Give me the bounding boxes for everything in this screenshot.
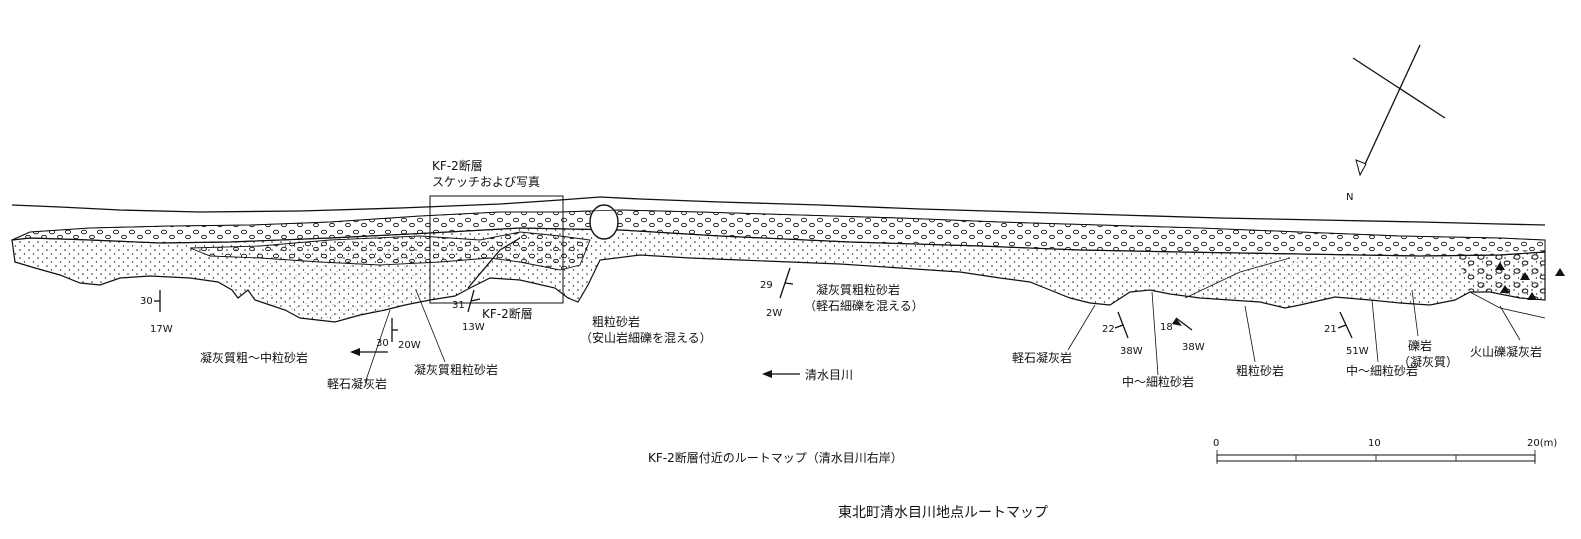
fault-kf2-line: [467, 237, 521, 289]
svg-text:2W: 2W: [766, 308, 782, 319]
svg-text:22: 22: [1102, 324, 1115, 335]
river-indicator: 清水目川: [762, 368, 853, 382]
label-pumice-tuff-1: 軽石凝灰岩: [327, 376, 387, 391]
sketch-frame: [429, 195, 564, 304]
label-tuffaceous-coarse-medium-ss: 凝灰質粗～中粒砂岩: [200, 350, 308, 365]
label-andesite-note: （安山岩細礫を混える）: [580, 330, 712, 345]
caption: KF-2断層付近のルートマップ（清水目川右岸）: [648, 450, 903, 465]
scale-tick-0: 0: [1213, 438, 1219, 449]
svg-text:29: 29: [760, 280, 773, 291]
dip-symbol-2: 30 20W: [350, 318, 421, 356]
svg-text:38W: 38W: [1120, 346, 1143, 357]
frame-label-line1: KF-2断層: [432, 158, 483, 173]
svg-text:30: 30: [140, 296, 153, 307]
volcanic-breccia-symbols: [1495, 262, 1565, 300]
scale-bar: 0 10 20(m): [1213, 438, 1557, 464]
dip-symbol-7: 21 51W: [1324, 311, 1369, 357]
scale-tick-20: 20(m): [1527, 438, 1557, 449]
svg-text:38W: 38W: [1182, 342, 1205, 353]
cross-bedding-right: [1190, 258, 1460, 306]
svg-text:13W: 13W: [462, 322, 485, 333]
label-volcanic-breccia: 火山礫凝灰岩: [1470, 344, 1542, 359]
label-pumice-tuff-2: 軽石凝灰岩: [1012, 350, 1072, 365]
label-coarse-ss-2: 粗粒砂岩: [1236, 363, 1284, 378]
label-medium-fine-ss-2: 中～細粒砂岩: [1346, 363, 1418, 378]
page-title: 東北町清水目川地点ルートマップ: [838, 505, 1048, 521]
dip-symbol-1: 30 17W: [140, 290, 173, 335]
label-tuffaceous-coarse-ss-1: 凝灰質粗粒砂岩: [414, 362, 498, 377]
boulder: [589, 204, 619, 240]
dip-symbol-3: 31 13W: [452, 289, 485, 333]
conglomerate-lens: [189, 231, 591, 271]
dip-symbol-5: 22 38W: [1102, 311, 1143, 357]
svg-text:17W: 17W: [150, 324, 173, 335]
river-label: 清水目川: [805, 368, 853, 382]
svg-text:30: 30: [376, 338, 389, 349]
ground-surface: [11, 196, 1546, 226]
svg-text:18: 18: [1160, 322, 1173, 333]
dip-symbol-6: 18 38W: [1160, 317, 1205, 353]
label-tuffaceous-coarse-ss-2: 凝灰質粗粒砂岩: [816, 282, 900, 297]
svg-text:20W: 20W: [398, 340, 421, 351]
label-medium-fine-ss-1: 中～細粒砂岩: [1122, 374, 1194, 389]
label-conglomerate-note: （凝灰質）: [1398, 354, 1458, 369]
label-conglomerate: 礫岩: [1408, 338, 1432, 353]
ground-surface-2: [11, 209, 1546, 241]
fault-label: KF-2断層: [482, 306, 533, 321]
svg-text:51W: 51W: [1346, 346, 1369, 357]
fault-line-right: [1184, 257, 1291, 299]
frame-label-line2: スケッチおよび写真: [432, 175, 540, 189]
river-edge: [1469, 291, 1546, 319]
svg-text:21: 21: [1324, 324, 1337, 335]
scale-tick-10: 10: [1368, 438, 1381, 449]
north-label: N: [1346, 192, 1353, 203]
label-pumice-note: （軽石細礫を混える）: [804, 298, 924, 313]
conglomerate-right: [1450, 250, 1545, 300]
dip-symbol-4: 29 2W: [760, 267, 794, 319]
svg-text:31: 31: [452, 300, 465, 311]
north-arrow: N: [1346, 44, 1446, 203]
label-coarse-ss-1: 粗粒砂岩: [592, 314, 640, 329]
